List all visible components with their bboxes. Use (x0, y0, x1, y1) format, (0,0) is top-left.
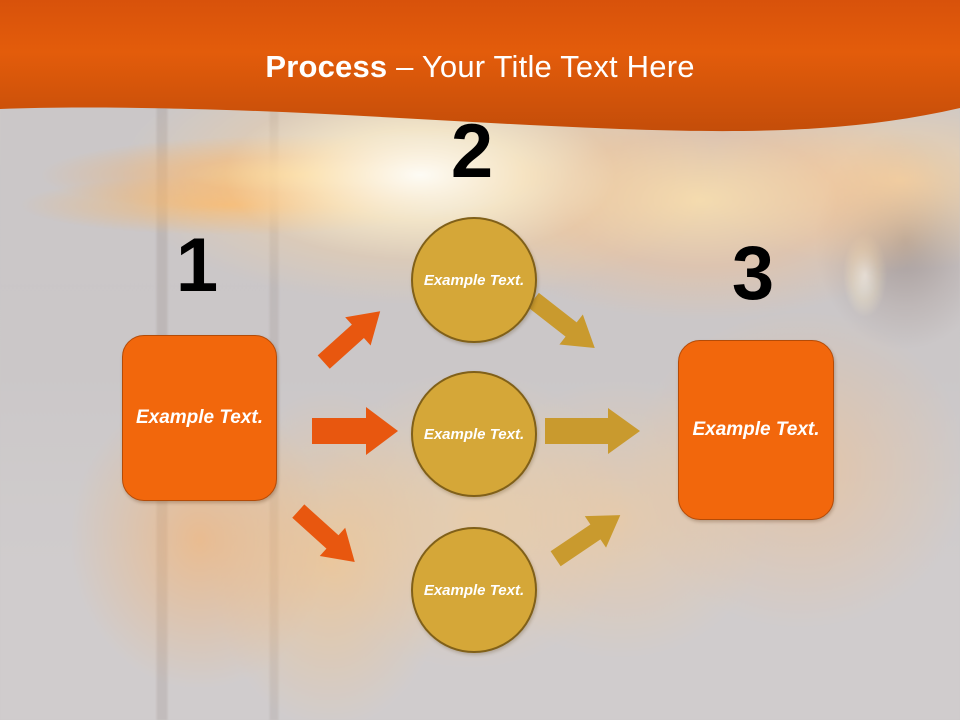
arrow-box1-to-circle-bottom[interactable] (310, 500, 400, 570)
step-number-1: 1 (175, 223, 219, 308)
step-1-box-label: Example Text. (135, 407, 264, 428)
step-1-box[interactable]: Example Text. (122, 335, 277, 501)
arrow-circle-middle-to-box3[interactable] (543, 406, 643, 456)
step-3-box-label: Example Text. (692, 419, 820, 440)
step-number-2: 2 (450, 109, 494, 194)
arrow-circle-top-to-box3[interactable] (543, 287, 653, 359)
middle-circle-top-label: Example Text. (423, 271, 525, 289)
middle-circle-middle-label: Example Text. (423, 425, 525, 443)
page-title-rest: – Your Title Text Here (387, 49, 695, 84)
arrow-circle-bottom-to-box3[interactable] (543, 495, 653, 565)
middle-circle-top[interactable]: Example Text. (411, 217, 537, 343)
page-title-bold: Process (265, 49, 388, 84)
page-title: Process – Your Title Text Here (0, 48, 960, 86)
arrow-box1-to-circle-middle[interactable] (312, 405, 402, 457)
step-3-box[interactable]: Example Text. (678, 340, 834, 520)
middle-circle-bottom[interactable]: Example Text. (411, 527, 537, 653)
arrow-box1-to-circle-top[interactable] (310, 285, 400, 355)
step-number-3: 3 (731, 231, 775, 316)
middle-circle-bottom-label: Example Text. (423, 581, 525, 599)
middle-circle-middle[interactable]: Example Text. (411, 371, 537, 497)
